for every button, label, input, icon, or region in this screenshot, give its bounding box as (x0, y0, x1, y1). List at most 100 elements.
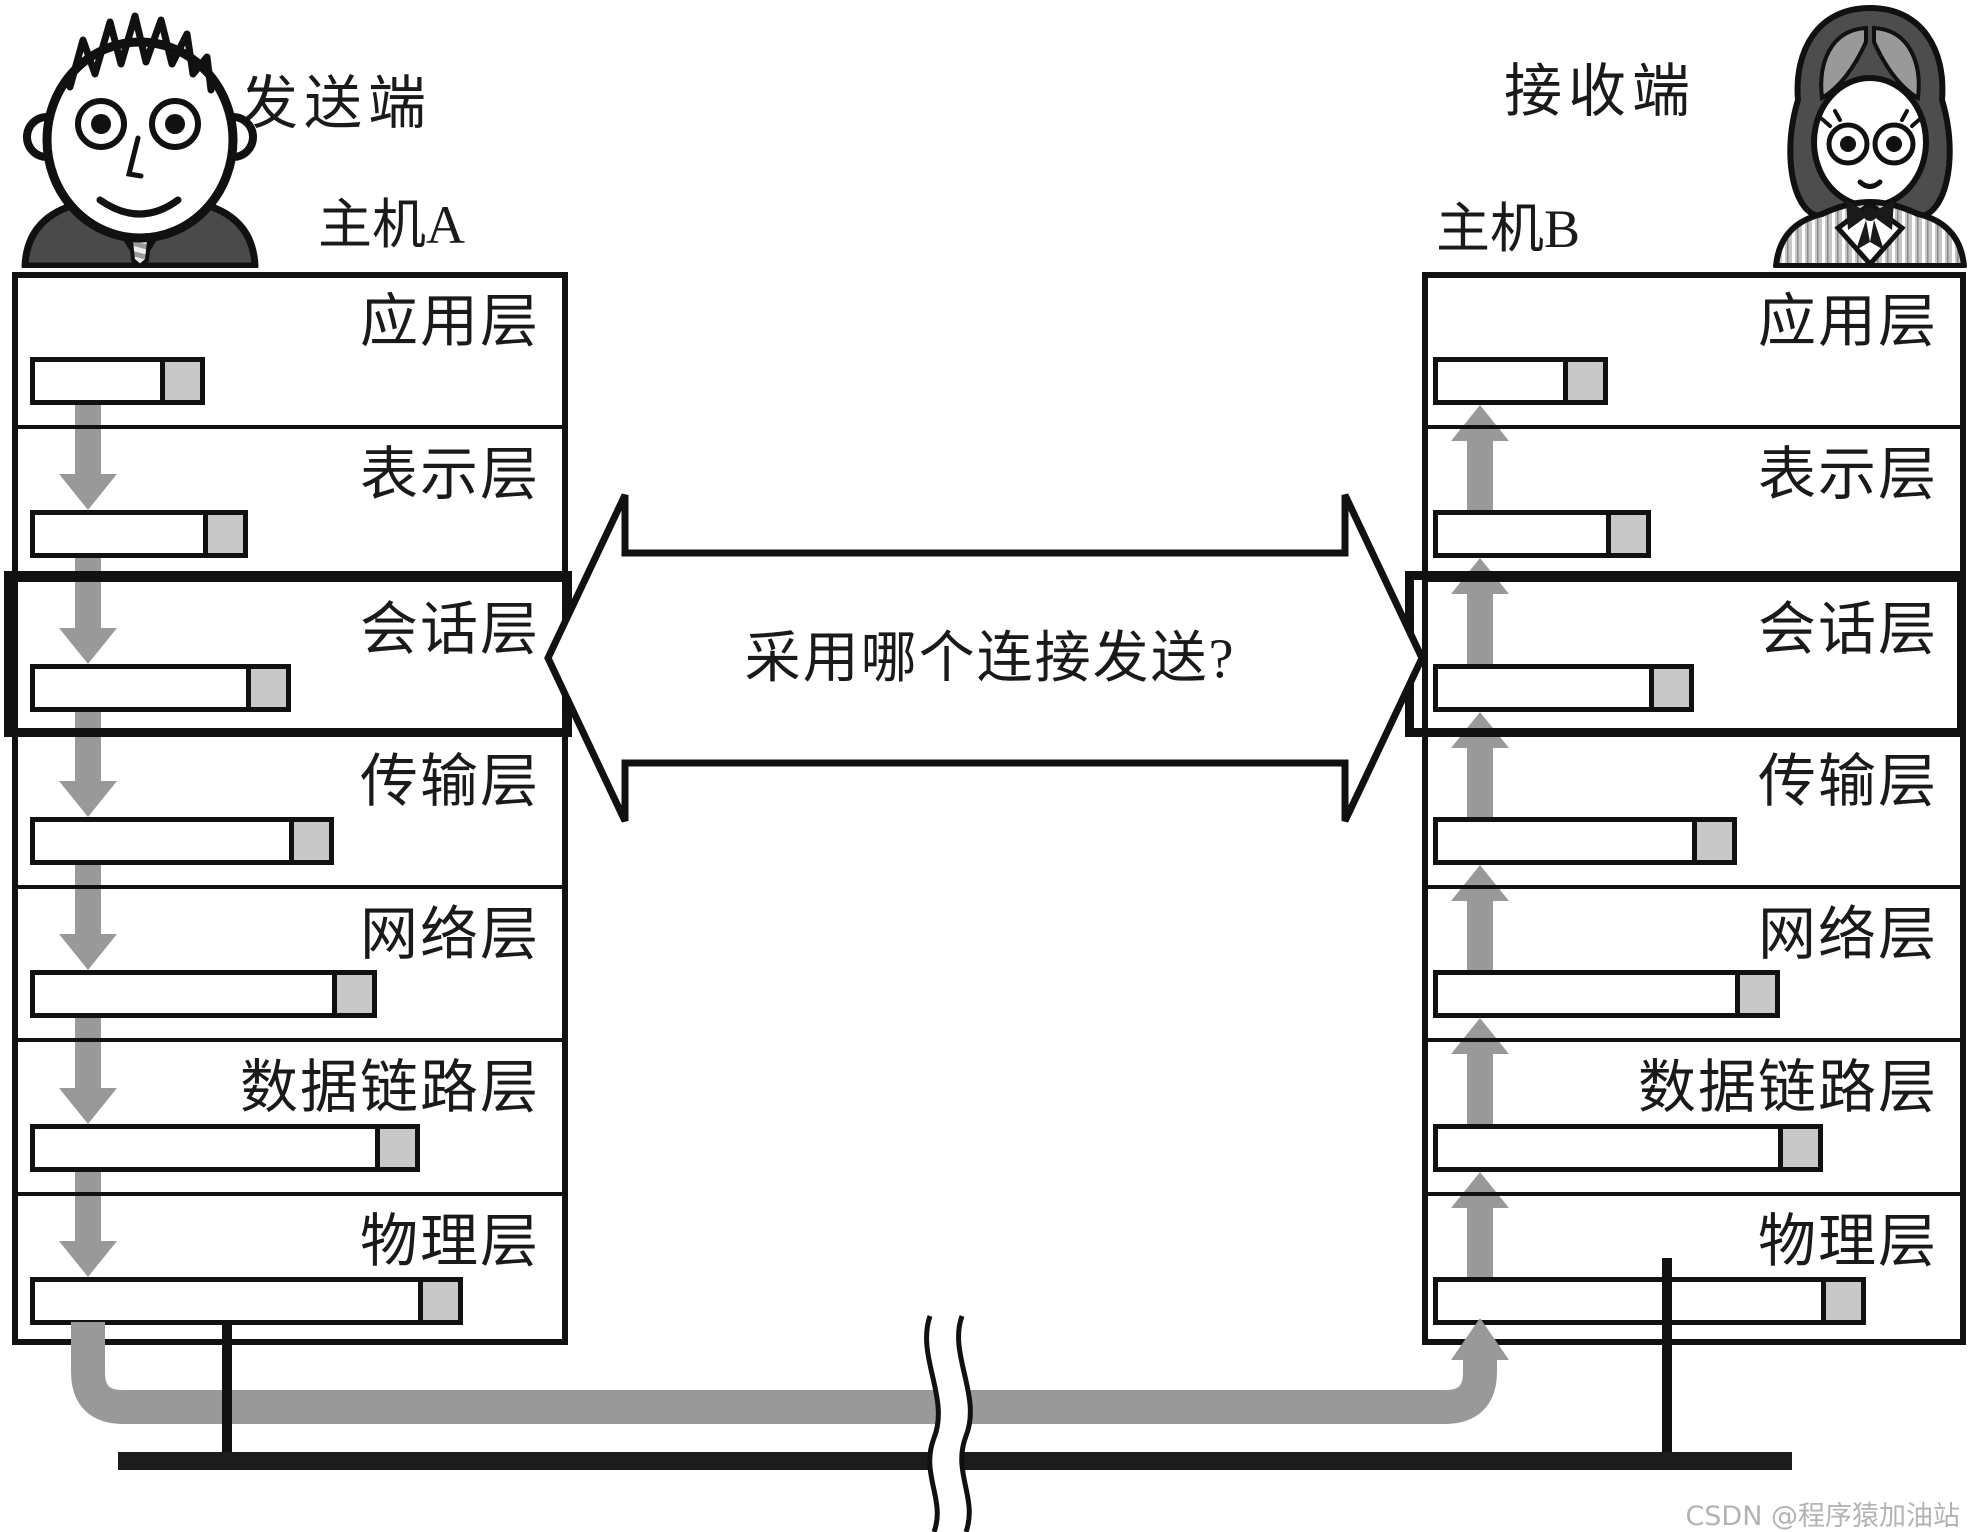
spiky-hair (66, 12, 215, 94)
up-arrow-icon (1451, 1318, 1509, 1360)
gray-header-segment (375, 1129, 415, 1167)
layer-divider (18, 1038, 562, 1042)
pupil (1840, 136, 1856, 152)
hostB-bus-tap (1662, 1258, 1672, 1462)
hostA-stack-box (12, 272, 568, 1345)
sender-role-label: 发送端 (240, 71, 433, 136)
hostB-layer-label: 网络层 (1757, 902, 1938, 967)
layer-divider (1428, 1038, 1960, 1042)
hostB-title: 主机B (1436, 199, 1581, 259)
hostA-layer-label: 传输层 (359, 749, 540, 814)
hostA-bus-tap (222, 1322, 232, 1462)
gray-header-segment (1821, 1282, 1861, 1320)
hostB-packet-bar (1433, 1124, 1823, 1172)
layer-divider (1428, 1192, 1960, 1196)
hostA-packet-bar (30, 1124, 420, 1172)
hostB-layer-label: 数据链路层 (1637, 1055, 1938, 1120)
hostA-layer-label: 应用层 (359, 289, 540, 354)
gray-header-segment (1692, 822, 1732, 860)
double-headed-arrow (544, 493, 1426, 823)
hostA-title: 主机A (318, 195, 465, 255)
question-text: 采用哪个连接发送? (744, 628, 1236, 690)
up-arrow-icon (1451, 712, 1509, 817)
bow-ribbon (1870, 220, 1884, 250)
bow-knot (1863, 207, 1877, 221)
csdn-watermark: CSDN @程序猿加油站 (1685, 1501, 1960, 1532)
hostA-packet-bar (30, 357, 205, 405)
hostA-layer-label: 表示层 (359, 442, 540, 507)
gray-header-segment (289, 822, 329, 860)
layer-divider (18, 885, 562, 889)
hostB-stack-box (1422, 272, 1966, 1345)
down-arrow-icon (59, 558, 117, 664)
gray-header-segment (418, 1282, 458, 1320)
down-arrow-icon (59, 865, 117, 970)
man-avatar (21, 12, 259, 268)
gray-header-segment (1606, 515, 1646, 553)
wavy-break-icon (926, 1316, 971, 1532)
eyelashes (1820, 109, 1922, 128)
hostB-packet-bar (1433, 817, 1737, 865)
gray-header-segment (1778, 1129, 1818, 1167)
down-arrow-icon (59, 712, 117, 817)
hostB-layer-label: 应用层 (1757, 289, 1938, 354)
bangs (1872, 25, 1921, 102)
hostA-packet-bar (30, 1277, 463, 1325)
down-arrow-icon (59, 1018, 117, 1124)
wavy-break-icon (956, 1315, 973, 1532)
up-arrow-icon (1451, 405, 1509, 510)
gray-header-segment (246, 669, 286, 707)
hostA-layer-label: 数据链路层 (239, 1055, 540, 1120)
layer-divider (1428, 578, 1960, 582)
hostB-packet-bar (1433, 1277, 1866, 1325)
pupil (165, 114, 185, 134)
layer-divider (1428, 885, 1960, 889)
layer-divider (18, 425, 562, 429)
receiver-role-label: 接收端 (1504, 59, 1697, 124)
up-arrow-icon (1451, 865, 1509, 970)
hostB-packet-bar (1433, 970, 1780, 1018)
layer-divider (18, 1192, 562, 1196)
bow-tie (1870, 200, 1894, 230)
gray-header-segment (203, 515, 243, 553)
woman-avatar (1773, 5, 1967, 268)
up-arrow-icon (1451, 1018, 1509, 1124)
hostA-down-arrows (59, 405, 117, 1277)
nose (125, 135, 144, 179)
gray-header-segment (1735, 975, 1775, 1013)
hostB-layer-label: 表示层 (1757, 442, 1938, 507)
hostB-layer-label: 传输层 (1757, 749, 1938, 814)
hostB-layer-label: 物理层 (1757, 1209, 1938, 1274)
smile (1857, 179, 1883, 189)
gray-header-segment (1563, 362, 1603, 400)
hostB-packet-bar (1433, 357, 1608, 405)
up-arrow-icon (1451, 1172, 1509, 1277)
hostA-packet-bar (30, 510, 248, 558)
hostB-packet-bar (1433, 510, 1651, 558)
hostA-packet-bar (30, 817, 334, 865)
gray-header-segment (332, 975, 372, 1013)
hostB-packet-bar (1433, 664, 1694, 712)
up-arrow-icon (1451, 558, 1509, 664)
gray-header-segment (160, 362, 200, 400)
down-arrow-icon (59, 1172, 117, 1277)
pupil (1886, 136, 1902, 152)
pupil (91, 114, 111, 134)
bow-tie (1846, 200, 1870, 230)
hostA-layer-label: 会话层 (359, 597, 540, 662)
bangs (1819, 25, 1868, 102)
hostB-layer-label: 会话层 (1757, 597, 1938, 662)
layer-divider (1428, 425, 1960, 429)
hostA-packet-bar (30, 664, 291, 712)
bow-ribbon (1856, 220, 1870, 250)
hostA-packet-bar (30, 970, 377, 1018)
down-arrow-icon (59, 405, 117, 510)
hostA-layer-label: 网络层 (359, 902, 540, 967)
hostA-layer-label: 物理层 (359, 1209, 540, 1274)
wavy-break-icon (924, 1315, 941, 1532)
transmission-path (71, 1322, 1497, 1424)
smile (96, 196, 182, 218)
